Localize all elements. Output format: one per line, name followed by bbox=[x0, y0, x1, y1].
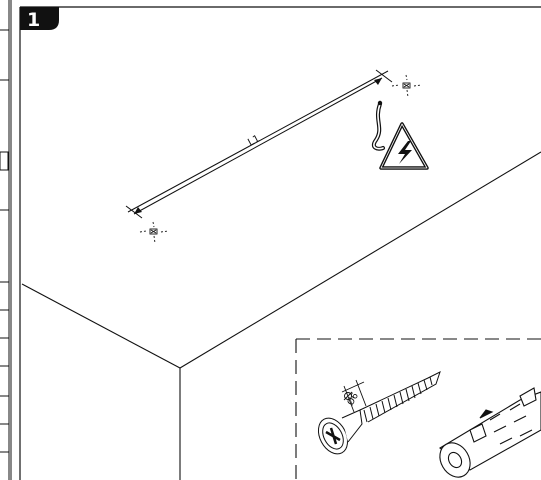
hardware-detail-box bbox=[295, 338, 541, 480]
diameter-dimension bbox=[341, 379, 367, 413]
wall-plug-icon bbox=[439, 387, 541, 478]
dimension-label: L1 bbox=[246, 133, 262, 148]
electrical-cable-icon bbox=[371, 100, 385, 151]
electrical-hazard-warning-icon bbox=[379, 122, 429, 170]
left-margin-table bbox=[0, 0, 12, 480]
dimension-line bbox=[125, 69, 393, 219]
step-frame: 1 bbox=[19, 6, 541, 480]
drill-hole-marker-left bbox=[139, 221, 169, 244]
diameter-label: Ø6 bbox=[345, 391, 361, 408]
ceiling-box bbox=[21, 151, 541, 480]
step-number: 1 bbox=[27, 9, 40, 31]
drill-hole-marker-right bbox=[391, 74, 422, 98]
wood-screw-icon bbox=[317, 371, 441, 455]
step-number-badge bbox=[20, 7, 59, 30]
